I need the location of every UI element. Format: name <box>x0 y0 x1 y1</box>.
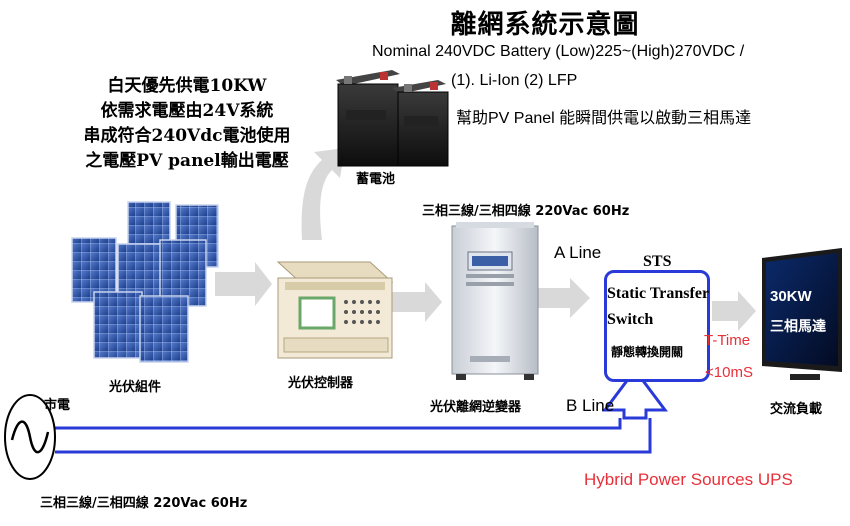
transfer-time-value: <10mS <box>705 364 753 381</box>
inverter-cabinet-icon <box>451 222 539 380</box>
inverter-label: 光伏離網逆變器 <box>430 400 522 415</box>
b-line-arrow <box>602 367 668 420</box>
ac-source-icon <box>4 394 56 480</box>
arrow-controller-to-inverter <box>392 282 442 322</box>
battery-spec-line2: (1). Li-Ion (2) LFP <box>451 72 578 89</box>
diagram-title: 離網系統示意圖 <box>450 10 640 40</box>
pv-note: 白天優先供電10KW 依需求電壓由24V系統 串成符合240Vdc電池使用 之電… <box>62 74 312 174</box>
pv-note-line2: 依需求電壓由24V系統 <box>100 101 274 121</box>
grid-feed-lines <box>55 418 652 454</box>
pv-note-line3: 串成符合240Vdc電池使用 <box>83 126 291 146</box>
pv-controller-label: 光伏控制器 <box>288 376 354 391</box>
load-name: 三相馬達 <box>770 319 826 335</box>
grid-label: 市電 <box>44 398 71 413</box>
pv-array-label: 光伏組件 <box>109 380 162 395</box>
sts-abbr: STS <box>643 253 672 270</box>
arrow-sts-to-load <box>712 291 756 331</box>
flow-arrows <box>215 148 756 331</box>
arrow-inverter-to-sts <box>538 278 590 318</box>
pv-controller-icon <box>276 261 394 359</box>
load-power: 30KW <box>770 288 812 305</box>
arrow-controller-to-battery <box>301 148 345 240</box>
battery-spec-line1: Nominal 240VDC Battery (Low)225~(High)27… <box>372 43 745 60</box>
load-label: 交流負載 <box>770 402 823 417</box>
arrow-pv-to-controller <box>215 262 272 306</box>
sts-switch-box: Static Transfer Switch 靜態轉換開關 <box>604 270 710 382</box>
pv-note-line4: 之電壓PV panel輸出電壓 <box>85 151 289 171</box>
battery-icon <box>336 70 449 167</box>
grid-spec-label: 三相三線/三相四線 220Vac 60Hz <box>40 496 248 511</box>
b-line-label: B Line <box>566 396 615 415</box>
sts-chinese: 靜態轉換開關 <box>611 345 684 359</box>
sts-line2: Switch <box>607 311 654 328</box>
pv-note-line1: 白天優先供電10KW <box>107 76 267 96</box>
battery-spec-line3: 幫助PV Panel 能瞬間供電以啟動三相馬達 <box>456 110 752 127</box>
a-line-label: A Line <box>554 243 602 262</box>
battery-label: 蓄電池 <box>356 172 396 187</box>
sts-line1: Static Transfer <box>607 285 710 302</box>
transfer-time-label: T-Time <box>704 332 751 349</box>
inverter-spec-label: 三相三線/三相四線 220Vac 60Hz <box>422 204 630 219</box>
load-monitor-icon <box>762 248 842 380</box>
pv-array-icon <box>71 201 219 363</box>
footer-ups-label: Hybrid Power Sources UPS <box>584 470 793 489</box>
